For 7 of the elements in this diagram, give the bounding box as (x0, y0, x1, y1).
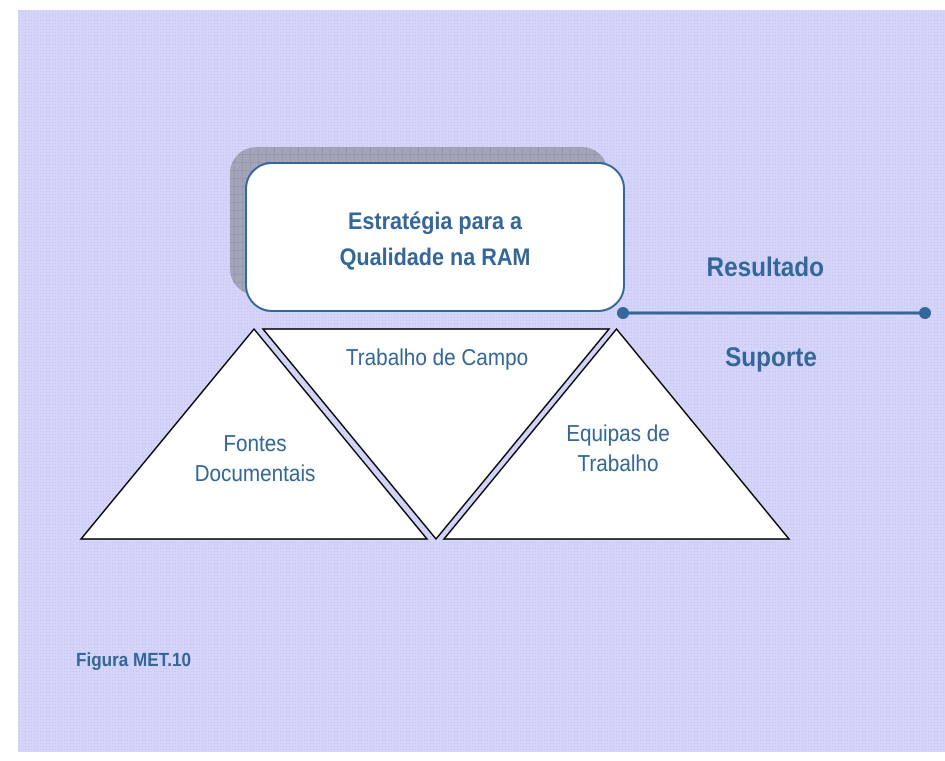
box-title: Estratégia para a Qualidade na RAM (338, 207, 532, 273)
triangle-label: Fontes Documentais (194, 429, 316, 488)
triangle-label: Equipas de Trabalho (565, 419, 671, 478)
section-label: Resultado (706, 252, 824, 283)
figure-caption: Figura MET.10 (76, 650, 191, 672)
section-label: Suporte (725, 342, 817, 373)
triangle-label: Trabalho de Campo (344, 343, 530, 372)
